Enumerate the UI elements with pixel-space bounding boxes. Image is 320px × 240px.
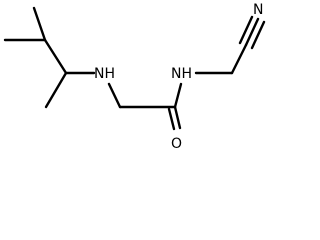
atom-labels: NH NH O N (94, 2, 263, 152)
bond-nitrile-triple-1 (244, 17, 260, 47)
bond-ch-to-chn (43, 38, 68, 75)
bond-nh-to-ch2 (107, 82, 122, 109)
chemical-structure-diagram: NH NH O N (3, 2, 266, 152)
bond-nitrile-triple-2 (238, 15, 254, 45)
amide-nh-label: NH (171, 66, 192, 82)
bond-ch2-to-nitrile-c (230, 43, 248, 75)
amine-nh-label: NH (94, 66, 115, 82)
bond-carbonyl-to-nh (173, 82, 183, 109)
nitrile-nitrogen-label: N (253, 2, 263, 18)
bond-methyl-top-to-ch (32, 6, 47, 42)
bond-chn-methyl (44, 71, 68, 109)
bond-carbonyl-o-2 (167, 107, 176, 131)
skeleton-bonds (3, 6, 266, 131)
carbonyl-oxygen-label: O (171, 136, 182, 152)
bond-nitrile-triple-3 (250, 20, 266, 50)
bond-carbonyl-o-1 (173, 105, 182, 130)
